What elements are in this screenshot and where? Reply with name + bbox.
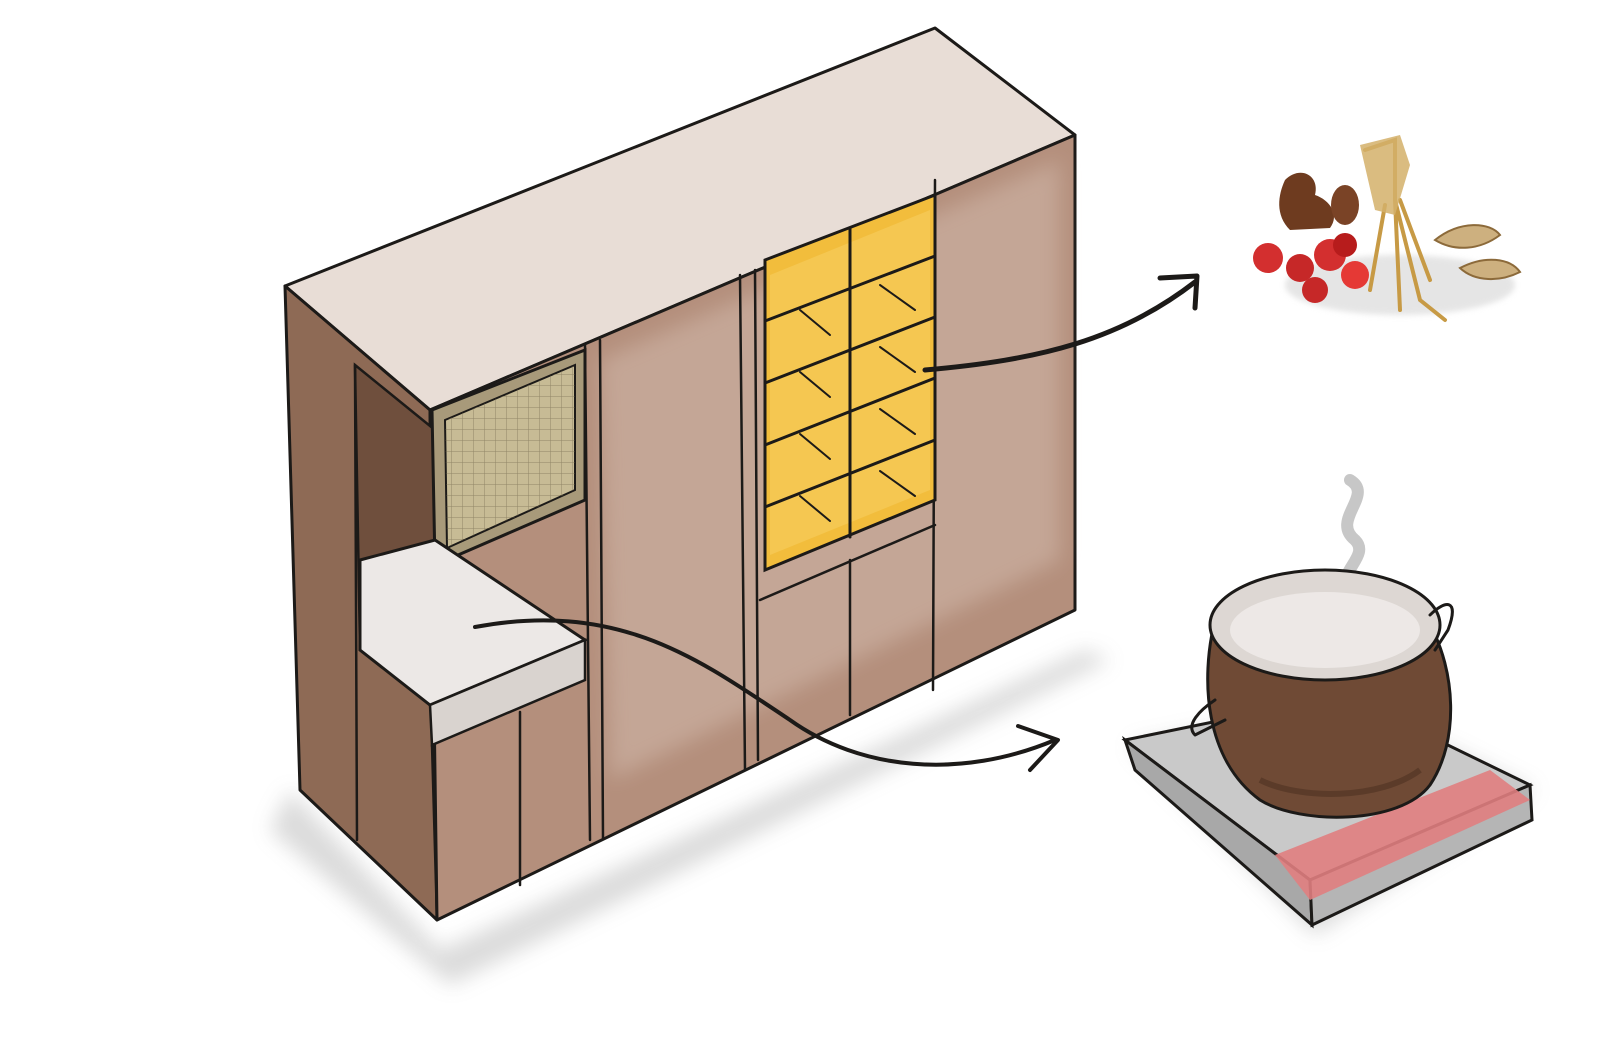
counter-edge	[428, 638, 587, 747]
herbs-icon	[1253, 135, 1522, 322]
arrow-icon	[922, 273, 1200, 373]
cabinet-shadow	[270, 650, 1110, 985]
arrow-icon	[473, 618, 1060, 772]
clay-pot-icon	[1190, 568, 1454, 819]
shelf-grid-icon	[763, 192, 937, 573]
